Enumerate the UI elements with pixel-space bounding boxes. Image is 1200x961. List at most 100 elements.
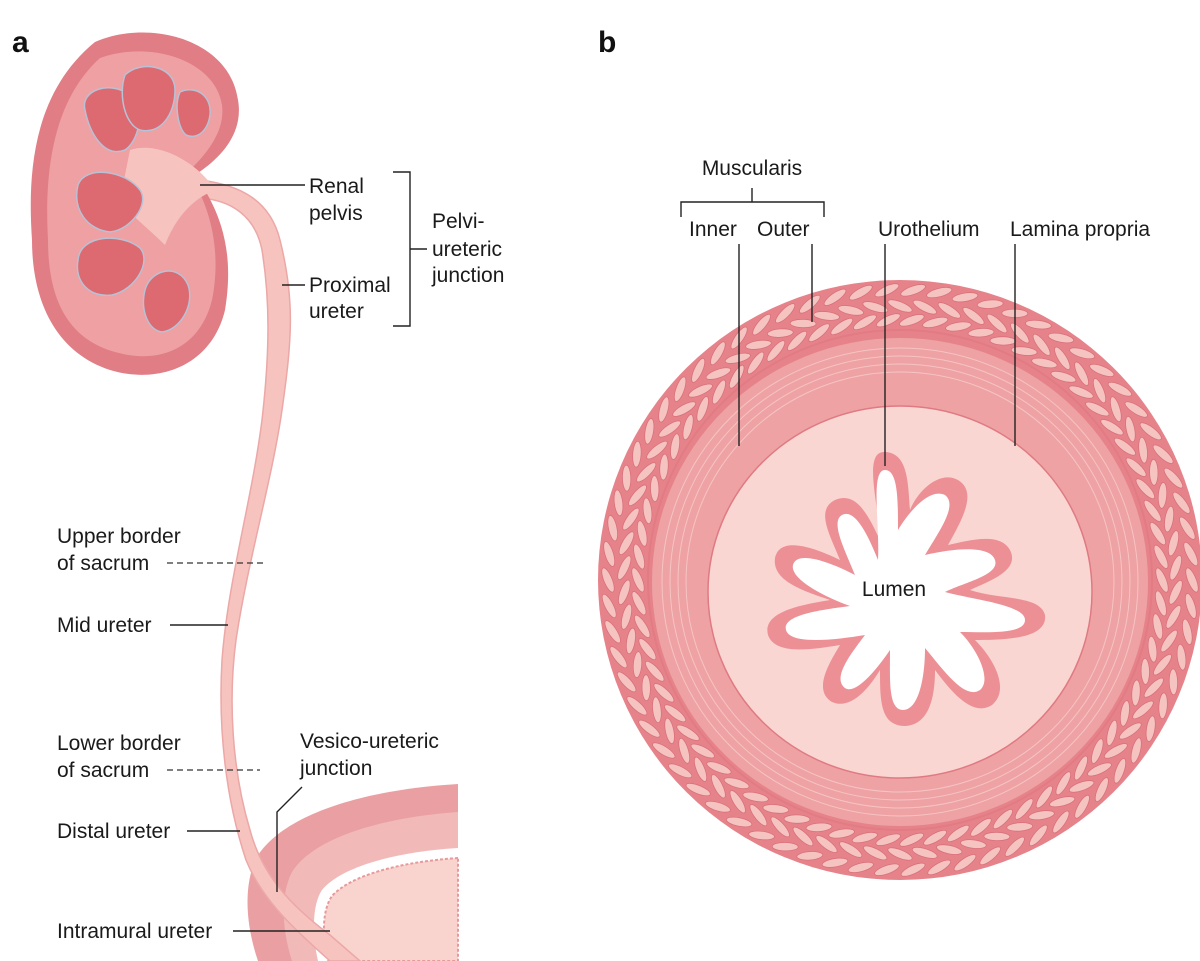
muscle-fiber	[1089, 363, 1115, 377]
muscle-fiber	[1031, 357, 1058, 369]
muscle-fiber	[646, 440, 668, 460]
muscle-fiber	[970, 817, 992, 837]
muscle-fiber	[1068, 780, 1095, 793]
muscle-fiber	[632, 651, 643, 678]
distal-ureter-label: Distal ureter	[57, 820, 170, 843]
muscle-fiber	[805, 822, 833, 832]
muscle-fiber	[1074, 361, 1089, 386]
lamina-propria-label: Lamina propria	[1010, 218, 1150, 241]
upper-border-label-2: of sacrum	[57, 552, 149, 575]
muscle-fiber	[653, 683, 675, 703]
muscle-fiber	[1074, 755, 1088, 781]
muscle-fiber	[875, 313, 901, 328]
vesico-ureteric-label-2: junction	[299, 757, 372, 780]
muscle-fiber	[1154, 590, 1167, 617]
muscularis-bracket	[680, 201, 825, 217]
renal-pelvis-label-2: pelvis	[309, 202, 363, 225]
muscle-fiber	[839, 841, 863, 858]
muscle-fiber	[1145, 715, 1156, 742]
muscle-fiber	[1155, 567, 1169, 593]
muscle-fiber	[789, 318, 817, 329]
panel-b-letter: b	[598, 26, 616, 59]
muscle-fiber	[899, 314, 925, 327]
muscle-fiber	[1054, 346, 1071, 370]
muscle-fiber	[685, 783, 711, 797]
proximal-ureter-label-2: ureter	[309, 300, 364, 323]
muscle-fiber	[688, 383, 713, 398]
muscle-fiber	[1182, 618, 1193, 645]
muscle-fiber	[644, 660, 665, 682]
muscle-fiber	[729, 790, 746, 814]
muscle-fiber	[1179, 516, 1196, 540]
muscle-fiber	[887, 299, 913, 313]
lumen	[785, 470, 1025, 710]
muscle-fiber	[766, 328, 794, 338]
muscle-fiber	[1103, 743, 1128, 759]
muscle-fiber	[1169, 554, 1182, 581]
muscle-fiber	[711, 774, 726, 799]
muscle-fiber	[911, 846, 938, 859]
muscle-fiber	[1049, 796, 1076, 808]
muscle-fiber	[1153, 653, 1172, 676]
muscle-fiber	[673, 376, 687, 402]
muscle-fiber	[847, 861, 874, 873]
muscle-fiber	[951, 292, 979, 303]
muscle-fiber	[1157, 482, 1168, 509]
muscle-fiber	[706, 761, 732, 775]
muscle-fiber	[900, 862, 926, 877]
muscle-fiber	[693, 756, 708, 782]
muscle-fiber	[672, 401, 697, 417]
muscle-fiber	[900, 284, 926, 297]
muscle-fiber	[922, 316, 949, 328]
pelvi-ureteric-bracket	[393, 171, 411, 327]
inner-label: Inner	[689, 218, 737, 241]
muscle-fiber	[936, 844, 963, 855]
muscle-fiber	[837, 305, 864, 316]
muscle-fiber	[622, 507, 640, 531]
muscle-fiber	[1100, 419, 1124, 436]
muscle-fiber	[607, 515, 618, 542]
muscle-fiber	[1118, 722, 1142, 740]
mid-ureter-label: Mid ureter	[57, 614, 152, 637]
muscle-fiber	[848, 284, 873, 301]
muscle-fiber	[945, 321, 972, 332]
muscle-fiber	[927, 859, 952, 876]
muscle-fiber	[1185, 567, 1199, 593]
muscle-fiber	[783, 814, 811, 824]
muscle-fiber	[659, 453, 669, 481]
muscle-fiber	[874, 863, 900, 876]
muscle-fiber	[1068, 385, 1094, 399]
muscle-fiber	[642, 497, 653, 525]
muscle-fiber	[631, 567, 645, 593]
muscle-fiber	[628, 484, 647, 507]
muscle-fiber	[1050, 370, 1077, 383]
muscle-fiber	[912, 299, 937, 315]
lumen-label: Lumen	[862, 578, 926, 601]
outer-label: Outer	[757, 218, 810, 241]
muscle-fiber	[745, 339, 772, 350]
muscle-fiber	[863, 845, 888, 861]
muscle-fiber	[1140, 658, 1150, 685]
muscle-fiber	[658, 420, 682, 438]
inner-muscle-rings	[661, 347, 1139, 817]
muscle-fiber	[1176, 643, 1187, 671]
muscle-fiber	[725, 816, 753, 828]
urothelium-label: Urothelium	[878, 218, 980, 241]
muscle-fiber	[618, 531, 635, 556]
muscle-fiber	[1014, 798, 1034, 820]
muscle-fiber	[728, 364, 745, 389]
muscle-fiber	[690, 743, 715, 759]
muscle-fiber	[1164, 505, 1175, 533]
muscle-fiber	[815, 835, 838, 854]
muscle-fiber	[1087, 762, 1112, 777]
muscle-fiber	[747, 351, 765, 375]
muscle-fiber	[1109, 396, 1122, 423]
muscle-fiber	[830, 317, 854, 336]
muscle-fiber	[962, 306, 985, 325]
muscle-fiber	[636, 462, 657, 483]
muscle-fiber	[621, 464, 632, 492]
muscle-fiber	[926, 287, 953, 299]
muscle-fiber	[1131, 679, 1141, 707]
muscle-fiber	[1143, 499, 1162, 522]
muscle-fiber	[766, 340, 786, 362]
